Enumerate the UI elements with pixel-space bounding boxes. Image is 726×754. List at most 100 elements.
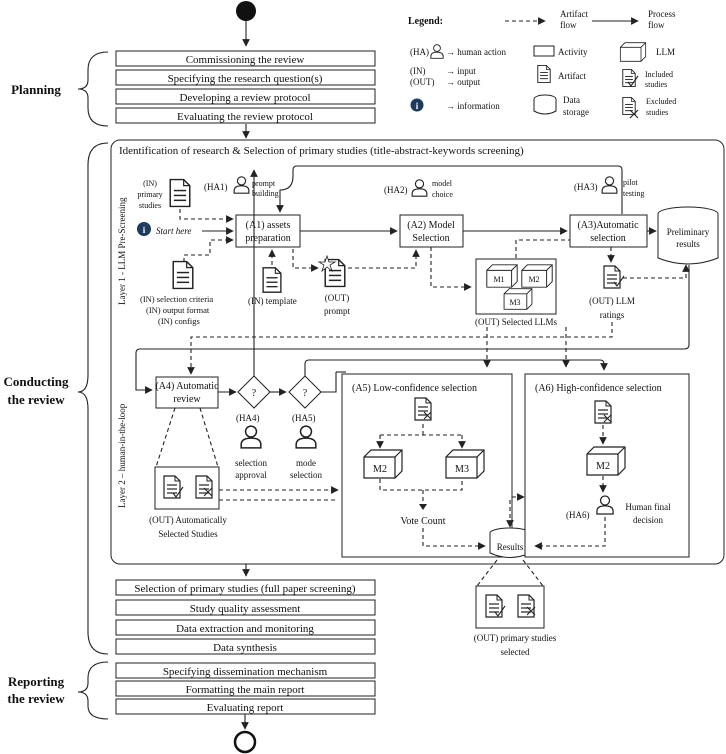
results-label: Results [497,542,524,552]
legend-ha: (HA) [410,47,429,57]
cross-icon [423,411,432,420]
template-doc-icon [262,267,282,293]
legend-excluded-2: studies [646,108,668,117]
primary-studies-doc-icon [169,178,191,208]
in-primary-1: (IN) [143,179,157,188]
planning-steps: Commissioning the review Specifying the … [115,50,376,124]
identification-title: Identification of research & Selection o… [119,145,524,157]
a6-label: (A6) High-confidence selection [535,383,662,394]
preliminary-storage-body [657,214,719,265]
cross-icon [203,487,213,497]
legend-excluded-1: Excluded [646,97,676,106]
legend-title: Legend: [408,16,443,27]
excluded-doc-icon [517,594,535,618]
start-here-label: Start here [156,226,191,236]
a1-label-2: preparation [245,233,291,244]
end-node [233,730,257,754]
ha2-label: (HA2) [384,185,408,195]
ha5-label: (HA5) [292,413,316,423]
layer1-nodes: (IN) primary studies i Start here (HA1) … [137,165,719,327]
check-icon [494,605,506,617]
in-primary-3: studies [139,201,161,210]
layer1-label: Layer 1 - LLM Pre-Screening [117,197,127,305]
approval-decision-diamond [237,375,271,409]
planning-step-label: Specifying the research question(s) [168,73,323,85]
activity-legend-box [533,45,555,57]
cross-icon [603,414,612,423]
conducting-step [115,619,376,636]
vote-count-label: Vote Count [400,516,445,527]
in-primary-2: primary [137,190,162,199]
preliminary-1: Preliminary [667,227,710,237]
svg-text:i: i [416,101,419,111]
mode-to-a6-arrow [304,359,608,376]
conducting-steps: Selection of primary studies (full paper… [115,579,376,655]
a3-label-2: selection [590,233,626,244]
legend-storage-1: Data [563,95,580,105]
conducting-step-label: Data extraction and monitoring [176,623,314,635]
out-prompt-1: (OUT) [325,293,350,303]
reporting-step [115,662,376,679]
excluded-legend-icon [622,96,636,116]
approval-decision-mark: ? [252,388,257,399]
check-icon [613,275,625,287]
legend-output: → output [446,77,481,87]
a2-label-1: (A2) Model [407,220,455,231]
legend-activity: Activity [558,47,588,57]
person-icon [430,44,444,59]
conducting-step [115,579,376,596]
pilot-testing-1: pilot [623,178,638,187]
mode-decision-mark: ? [303,388,308,399]
prompt-to-a2-arrow [348,249,420,269]
model-choice-1: model [432,179,453,188]
prompt-building-2: building [252,189,279,198]
legend: Legend: Artifact flow Process flow (HA) … [408,9,676,119]
conducting-step [115,638,376,655]
out-primary-2: selected [501,647,530,657]
human-to-results-arrow [534,517,606,550]
a2-to-llms-arrow [430,247,472,291]
artifact-legend-icon [537,64,551,84]
layer2-label: Layer 2 – human-in-the-loop [117,403,127,508]
star-icon [317,254,337,273]
planning-step-label: Developing a review protocol [179,92,310,104]
results-to-a4-arrow [135,265,690,394]
in-selection-2: (IN) output format [146,305,210,315]
ha3-label: (HA3) [574,182,598,192]
planning-step [115,107,376,124]
out-llm-ratings-2: ratings [600,310,625,320]
legend-included-2: studies [645,80,667,89]
legend-in: (IN) [410,66,426,76]
a4-label-1: (A4) Automatic [155,381,219,392]
legend-process-flow-2: flow [648,20,665,30]
m3-label: M3 [509,298,520,307]
conducting-label-1: Conducting [3,374,69,389]
a1-label-1: (A1) assets [246,220,291,231]
storage-legend-body [533,99,557,115]
layer2-nodes: (A4) Automatic review ? (HA4) selection … [149,169,690,558]
ratings-to-results-arrow [623,264,690,279]
reporting-brace [77,661,109,720]
a5-split-lines [380,424,462,436]
planning-brace [77,51,109,127]
reporting-step-label: Formatting the main report [186,684,305,696]
a6-m2-label: M2 [596,461,610,472]
out-primary-1: (OUT) primary studies [474,633,557,643]
conducting-step-label: Study quality assessment [190,603,301,615]
check-icon [627,75,639,87]
mode-decision-diamond [288,375,322,409]
cross-icon [629,109,639,119]
in-template: (IN) template [248,296,297,306]
out-auto-2: Selected Studies [158,529,218,539]
a2-label-2: Selection [412,233,449,244]
llm-legend-icon [619,42,647,62]
legend-storage-2: storage [563,107,589,117]
out-selected-llms: (OUT) Selected LLMs [475,317,557,327]
legend-information: → information [446,101,500,111]
a3-activity-box [569,214,648,248]
legend-out: (OUT) [410,77,435,87]
reporting-step [115,680,376,697]
a3-label-1: (A3)Automatic [577,220,639,231]
ha6-label: (HA6) [566,510,590,520]
reporting-step-label: Specifying dissemination mechanism [163,666,328,678]
